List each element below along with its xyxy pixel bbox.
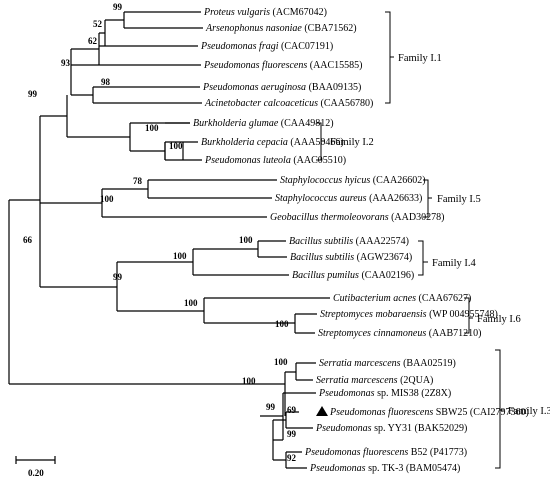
bootstrap-value: 62: [88, 36, 98, 46]
tree-branches: [8, 11, 330, 469]
taxon-label: Arsenophonus nasoniae (CBA71562): [205, 23, 357, 34]
bootstrap-value: 78: [133, 176, 143, 186]
taxon-label: Acinetobacter calcoaceticus (CAA56780): [204, 98, 373, 109]
family-bracket: [423, 179, 432, 218]
highlight-triangle-icon: [316, 406, 328, 416]
family-label: Family I.3: [508, 406, 550, 417]
family-bracket: [464, 297, 473, 334]
bootstrap-value: 99: [28, 89, 38, 99]
taxon-label: Bacillus subtilis (AAA22574): [289, 236, 409, 247]
taxon-label: Proteus vulgaris (ACM67042): [203, 7, 327, 18]
bootstrap-value: 92: [287, 453, 297, 463]
branch: [285, 362, 316, 381]
taxon-label: Pseudomonas fluorescens SBW25 (CAI279736…: [329, 407, 529, 418]
bootstrap-values: 99 52 62 93 98 99 100 100 78 100 66 100 …: [23, 2, 297, 463]
family-label: Family I.2: [330, 137, 374, 148]
family-bracket: [418, 240, 428, 276]
branch: [71, 11, 203, 104]
family-label: Family I.5: [437, 194, 481, 205]
bootstrap-value: 100: [239, 235, 253, 245]
family-bracket: [316, 122, 325, 161]
family-label: Family I.4: [432, 258, 476, 269]
bootstrap-value: 52: [93, 19, 103, 29]
family-bracket: [495, 349, 504, 469]
family-label: Family I.1: [398, 53, 442, 64]
taxon-label: Pseudomonas sp. MIS38 (2Z8X): [318, 388, 451, 399]
taxon-label: Pseudomonas fluorescens (AAC15585): [203, 60, 363, 71]
family-bracket: [385, 11, 394, 104]
bootstrap-value: 100: [184, 298, 198, 308]
taxon-label: Pseudomonas sp. TK-3 (BAM05474): [309, 463, 460, 474]
branch: [70, 12, 125, 103]
branch: [9, 372, 286, 417]
taxon-label: Pseudomonas luteola (AAC05510): [204, 155, 346, 166]
scale-bar-line: [15, 456, 56, 464]
bootstrap-value: 93: [61, 58, 71, 68]
taxon-label: Staphylococcus aureus (AAA26633): [275, 193, 422, 204]
bootstrap-value: 99: [113, 272, 123, 282]
taxon-label: Serratia marcescens (2QUA): [316, 375, 433, 386]
taxon-label: Streptomyces mobaraensis (WP 004955748): [320, 309, 498, 320]
scale-bar: 0.20: [15, 456, 56, 478]
taxon-label: Pseudomonas fragi (CAC07191): [200, 41, 333, 52]
bootstrap-value: 100: [100, 194, 114, 204]
bootstrap-value: 100: [242, 376, 256, 386]
taxon-label: Bacillus subtilis (AGW23674): [290, 252, 412, 263]
taxon-label: Burkholderia glumae (CAA49812): [193, 118, 334, 129]
taxon-label: Cutibacterium acnes (CAA67627): [333, 293, 471, 304]
taxon-label: Pseudomonas aeruginosa (BAA09135): [202, 82, 361, 93]
bootstrap-value: 100: [173, 251, 187, 261]
bootstrap-value: 66: [23, 235, 33, 245]
bootstrap-value: 100: [145, 123, 159, 133]
family-brackets: Family I.1 Family I.2 Family I.5 Family …: [316, 11, 550, 469]
taxon-labels: Proteus vulgaris (ACM67042) Arsenophonus…: [193, 7, 529, 474]
taxon-label: Pseudomonas fluorescens B52 (P41773): [304, 447, 467, 458]
taxon-label: Pseudomonas sp. YY31 (BAK52029): [315, 423, 467, 434]
branch: [40, 262, 330, 334]
taxon-label: Burkholderia cepacia (AAA50466): [201, 137, 344, 148]
bootstrap-value: 100: [274, 357, 288, 367]
bootstrap-value: 100: [169, 141, 183, 151]
scale-bar-label: 0.20: [28, 468, 44, 478]
branch: [117, 240, 289, 276]
bootstrap-value: 99: [287, 429, 297, 439]
bootstrap-value: 99: [266, 402, 276, 412]
branch: [40, 179, 277, 218]
branch: [8, 116, 41, 384]
branch: [286, 392, 316, 469]
bootstrap-value: 69: [287, 405, 297, 415]
family-label: Family I.6: [477, 314, 521, 325]
branch: [40, 95, 130, 138]
bootstrap-value: 98: [101, 77, 111, 87]
taxon-label: Geobacillus thermoleovorans (AAD30278): [270, 212, 444, 223]
bootstrap-value: 100: [275, 319, 289, 329]
bootstrap-value: 99: [113, 2, 123, 12]
taxon-label: Serratia marcescens (BAA02519): [319, 358, 456, 369]
taxon-label: Bacillus pumilus (CAA02196): [292, 270, 414, 281]
taxon-label: Staphylococcus hyicus (CAA26602): [280, 175, 426, 186]
taxon-label: Streptomyces cinnamoneus (AAB71210): [318, 328, 482, 339]
